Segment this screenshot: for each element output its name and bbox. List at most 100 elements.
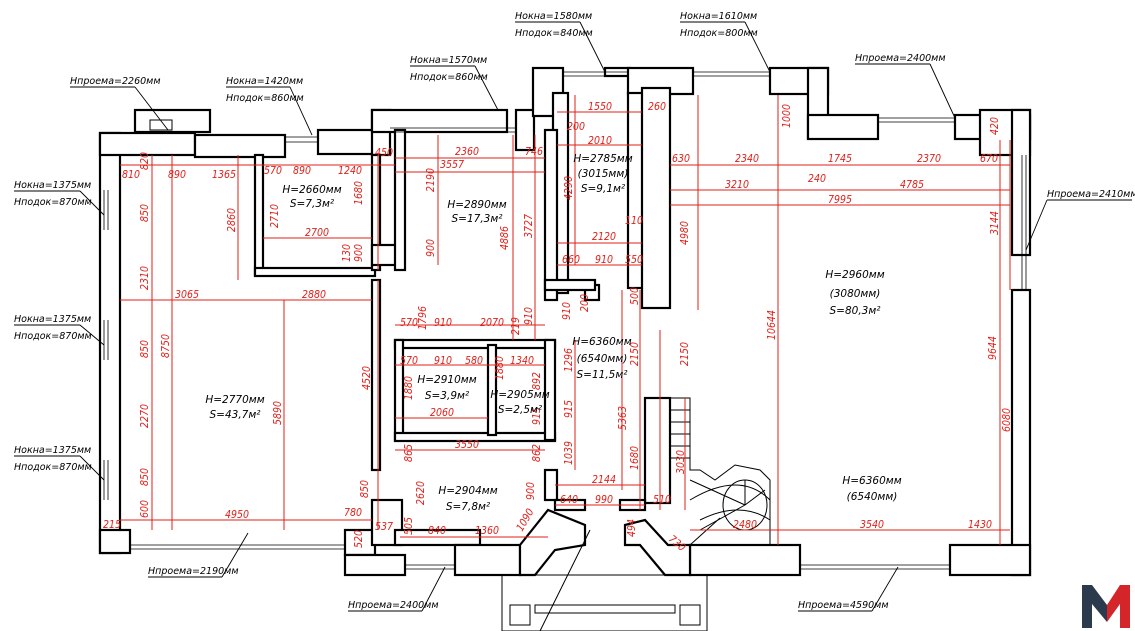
window-labels: Hпроема=2260мм Hокна=1420мм Hподок=860мм… [14, 11, 1135, 612]
room-area: (3015мм) [578, 168, 629, 180]
dim-label: 510 [653, 494, 671, 506]
window-label: Hокна=1375мм [14, 445, 91, 456]
dim-label: 892 [531, 372, 543, 390]
dim-label: 865 [403, 444, 415, 462]
dim-label: 4785 [900, 179, 924, 191]
dim-label: 4290 [563, 176, 575, 200]
window-label: Hокна=1610мм [680, 11, 757, 22]
dim-label: 850 [139, 204, 151, 222]
dim-label: 4950 [225, 509, 249, 521]
room-labels: H=2770мм S=43,7м² H=2660мм S=7,3м² H=289… [205, 153, 901, 513]
dim-label: 810 [122, 169, 140, 181]
dim-label: 260 [648, 101, 666, 113]
dim-label: 3557 [440, 159, 464, 171]
window-label: Hпроема=4590мм [798, 600, 889, 611]
dim-label: 2070 [480, 317, 504, 329]
dim-label: 746 [525, 146, 543, 158]
dim-label: 850 [139, 340, 151, 358]
window-label: Hподок=800мм [680, 28, 758, 39]
dim-label: 1240 [338, 165, 362, 177]
dim-label: 850 [359, 480, 371, 498]
dim-label: 3210 [725, 179, 749, 191]
window-label: Hподок=870мм [14, 462, 92, 473]
dim-label: 2360 [455, 146, 479, 158]
room-area: S=2,5м² [498, 404, 543, 416]
dim-label: 2144 [592, 474, 616, 486]
dim-label: 570 [400, 317, 418, 329]
dim-label: 1000 [781, 104, 793, 128]
dim-label: 2620 [415, 481, 427, 505]
dim-label: 2340 [735, 153, 759, 165]
room-area: S=11,5м² [577, 369, 629, 381]
dim-label: 910 [434, 317, 452, 329]
dim-label: 8750 [160, 334, 172, 358]
window-label: Hпроема=2400мм [348, 600, 439, 611]
dim-label: 1680 [629, 446, 641, 470]
dim-label: 4520 [361, 366, 373, 390]
dim-label: 3030 [675, 450, 687, 474]
dim-label: 2710 [269, 204, 281, 228]
window-label: Hпроема=2190мм [148, 566, 239, 577]
dim-label: 1360 [475, 525, 499, 537]
room-area: S=43,7м² [210, 409, 262, 421]
dim-label: 990 [595, 494, 613, 506]
dim-label: 6080 [1001, 408, 1013, 432]
dim-label: 200 [579, 294, 591, 312]
dim-label: 219 [510, 317, 522, 335]
window-label: Hподок=860мм [410, 72, 488, 83]
room-area: S=7,3м² [290, 198, 335, 210]
room-area: S=9,1м² [581, 183, 626, 195]
room-area: S=17,3м² [452, 213, 504, 225]
dim-label: 1745 [828, 153, 852, 165]
dimension-labels: 810 820 890 1365 570 890 1240 450 2360 7… [103, 101, 1013, 554]
room-area: S=3,9м² [425, 390, 470, 402]
dim-label: 570 [264, 165, 282, 177]
dim-label: 2060 [430, 407, 454, 419]
window-label: Hокна=1570мм [410, 55, 487, 66]
dim-label: 1796 [417, 306, 429, 330]
dim-label: 3727 [523, 214, 535, 238]
dim-label: 4886 [499, 226, 511, 250]
room-height: H=2960мм [825, 269, 884, 281]
dim-label: 7995 [828, 194, 852, 206]
dim-label: 4980 [679, 221, 691, 245]
dim-label: 890 [293, 165, 311, 177]
dim-label: 110 [625, 215, 643, 227]
dim-label: 670 [980, 153, 998, 165]
dim-label: 130 [341, 244, 353, 262]
room-area: (6540мм) [577, 353, 628, 365]
dim-label: 240 [808, 173, 826, 185]
dimension-lines [120, 95, 1011, 545]
dim-label: 640 [560, 494, 578, 506]
dim-label: 900 [353, 244, 365, 262]
window-label: Hпроема=2260мм [70, 76, 161, 87]
dim-label: 910 [523, 307, 535, 325]
room-height: H=6360мм [572, 336, 631, 348]
dim-label: 570 [400, 355, 418, 367]
window-label: Hокна=1580мм [515, 11, 592, 22]
window-label: Hокна=1420мм [226, 76, 303, 87]
dim-label: 2010 [588, 135, 612, 147]
room-height: H=2905мм [490, 389, 549, 401]
dim-label: 2190 [425, 168, 437, 192]
dim-label: 1365 [212, 169, 236, 181]
dim-label: 2270 [139, 404, 151, 428]
dim-label: 2150 [629, 342, 641, 366]
dim-label: 600 [139, 500, 151, 518]
dim-label: 890 [168, 169, 186, 181]
dim-label: 3065 [175, 289, 199, 301]
dim-label: 3540 [860, 519, 884, 531]
dim-label: 537 [375, 521, 393, 533]
room-area: S=80,3м² [830, 305, 882, 317]
dim-label: 2120 [592, 231, 616, 243]
dim-label: 1340 [510, 355, 534, 367]
window-label: Hпроема=2400мм [855, 53, 946, 64]
dim-label: 420 [989, 117, 1001, 135]
dim-label: 550 [625, 254, 643, 266]
dim-label: 10644 [766, 310, 778, 340]
dim-label: 840 [428, 525, 446, 537]
dim-label: 3144 [989, 211, 1001, 235]
dim-label: 200 [567, 121, 585, 133]
dim-label: 2310 [139, 266, 151, 290]
